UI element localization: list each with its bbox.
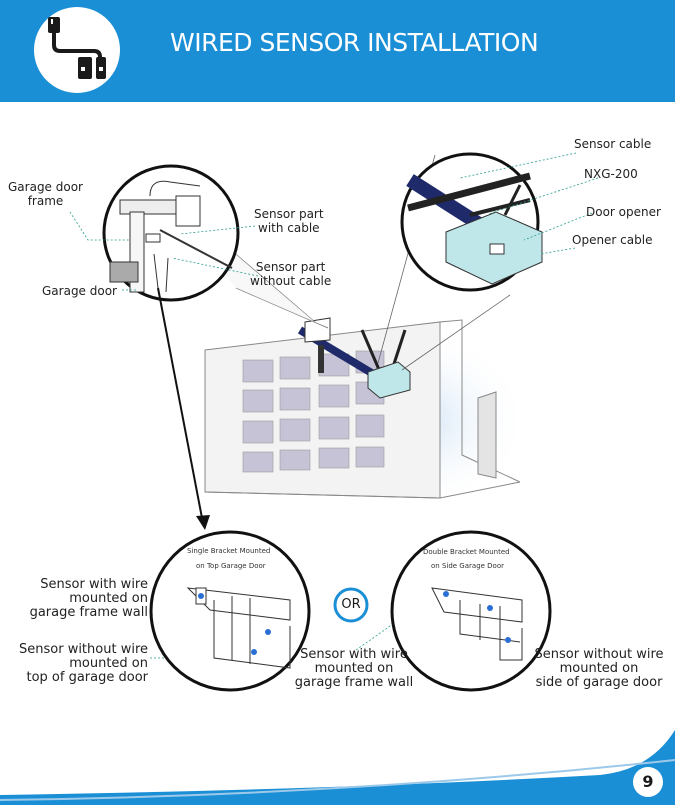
label-sensor-without-wire-left: Sensor without wire mounted on top of ga… (19, 642, 148, 685)
page-title: WIRED SENSOR INSTALLATION (170, 28, 539, 57)
label-garage-door-frame: Garage door frame (8, 180, 83, 208)
label-garage-door: Garage door (42, 284, 117, 298)
label-sensor-without-wire-right: Sensor without wire mounted on side of g… (534, 647, 664, 690)
wired-sensor-icon (34, 7, 120, 93)
label-nxg-200: NXG-200 (584, 167, 638, 181)
label-opener-cable: Opener cable (572, 233, 653, 247)
label-sensor-part-without-cable: Sensor part without cable (250, 260, 332, 288)
label-sensor-cable: Sensor cable (574, 137, 652, 151)
single-bracket-caption-line2: on Top Garage Door (196, 562, 266, 570)
double-bracket-caption-line2: on Side Garage Door (431, 562, 504, 570)
opener-closeup-circle (400, 152, 543, 292)
sensor-closeup-circle (102, 164, 240, 302)
label-door-opener: Door opener (586, 205, 661, 219)
garage-door-drawing (204, 317, 521, 499)
double-bracket-caption-line1: Double Bracket Mounted (423, 548, 510, 556)
or-label: OR (341, 597, 361, 612)
double-bracket-circle (390, 530, 552, 692)
label-sensor-with-wire-left: Sensor with wire mounted on garage frame… (29, 577, 148, 620)
header-bar: WIRED SENSOR INSTALLATION (0, 0, 675, 102)
label-sensor-with-wire-right: Sensor with wire mounted on garage frame… (294, 647, 414, 690)
single-bracket-caption-line1: Single Bracket Mounted (187, 547, 271, 555)
single-bracket-circle (149, 530, 311, 692)
label-sensor-part-with-cable: Sensor part with cable (254, 207, 324, 235)
page-number: 9 (633, 767, 663, 797)
